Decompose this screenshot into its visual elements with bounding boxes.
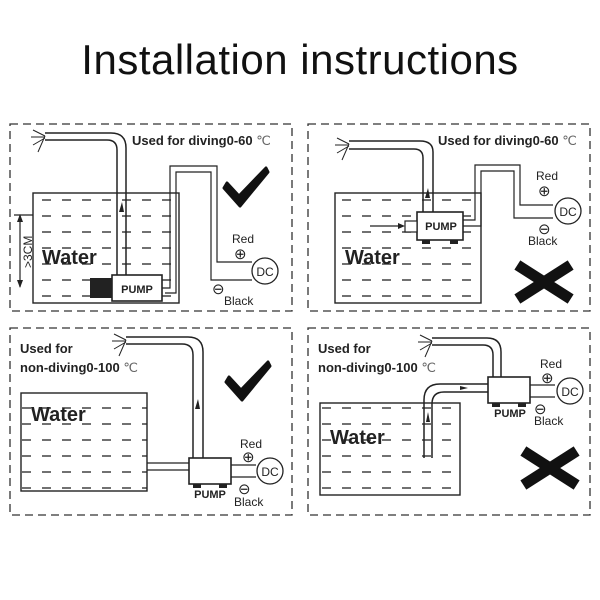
panel-diving-incorrect: Used for diving0-60 ℃ Water PUMP DC Red … <box>307 123 591 312</box>
pump-label: PUMP <box>121 284 153 296</box>
black-label: Black <box>234 495 264 509</box>
water-spray-icon <box>335 137 350 161</box>
pump-label: PUMP <box>194 489 226 501</box>
x-mark-icon <box>520 446 580 490</box>
pump-inlet-grille <box>90 278 112 298</box>
water-spray-icon <box>31 129 46 153</box>
plus-icon: ⊕ <box>541 370 554 387</box>
minus-icon: ⊖ <box>538 221 551 238</box>
dc-power-icon <box>256 457 284 485</box>
pump-body <box>487 376 531 404</box>
red-label: Red <box>240 437 262 451</box>
svg-text:DC: DC <box>561 385 579 399</box>
minus-icon: ⊖ <box>534 401 547 418</box>
water-label: Water <box>345 247 400 269</box>
svg-text:DC: DC <box>261 465 279 479</box>
outlet-hose <box>45 132 127 275</box>
minus-icon: ⊖ <box>238 481 251 498</box>
outlet-hose <box>349 140 434 212</box>
usage-label-line2: non-diving0-100 ℃ <box>318 360 436 375</box>
pump-feet <box>492 403 526 407</box>
black-label: Black <box>534 414 564 428</box>
outlet-hose <box>432 337 502 377</box>
pump-body <box>188 457 232 485</box>
minus-icon: ⊖ <box>212 281 225 298</box>
water-label: Water <box>42 247 97 269</box>
usage-label-line1: Used for <box>20 341 73 356</box>
depth-marker: >3CM <box>14 214 35 288</box>
water-spray-icon <box>418 334 433 358</box>
dc-power-icon <box>251 257 279 285</box>
plus-icon: ⊕ <box>242 449 255 466</box>
water-tank <box>20 392 148 492</box>
svg-text:DC: DC <box>256 265 274 279</box>
pump-feet <box>193 484 227 488</box>
dc-power-icon <box>554 197 582 225</box>
water-label: Water <box>330 427 385 449</box>
pump-label: PUMP <box>425 221 457 233</box>
page-title: Installation instructions <box>81 36 519 83</box>
depth-label: >3CM <box>21 236 35 268</box>
check-mark-icon <box>224 360 272 402</box>
usage-label-line2: non-diving0-100 ℃ <box>20 360 138 375</box>
panel-non-diving-incorrect: Used for non-diving0-100 ℃ Water PUMP DC… <box>307 327 591 516</box>
usage-label: Used for diving0-60 ℃ <box>132 133 271 148</box>
check-mark-icon <box>222 166 270 208</box>
water-tank <box>319 402 461 496</box>
usage-label-line1: Used for <box>318 341 371 356</box>
pump-body <box>111 274 163 302</box>
red-label: Red <box>232 232 254 246</box>
dc-power-icon <box>556 377 584 405</box>
power-cable <box>162 165 252 289</box>
water-spray-icon <box>112 333 127 357</box>
black-label: Black <box>224 294 254 308</box>
power-cable <box>463 164 553 221</box>
svg-text:DC: DC <box>559 205 577 219</box>
panel-non-diving-correct: Used for non-diving0-100 ℃ Water PUMP DC… <box>9 327 293 516</box>
pump-label: PUMP <box>494 408 526 420</box>
x-mark-icon <box>514 260 574 304</box>
plus-icon: ⊕ <box>234 246 247 263</box>
red-label: Red <box>536 169 558 183</box>
panel-diving-correct: Used for diving0-60 ℃ Water >3CM PUMP <box>9 123 293 312</box>
red-label: Red <box>540 357 562 371</box>
water-label: Water <box>31 404 86 426</box>
outlet-hose <box>126 336 204 458</box>
black-label: Black <box>528 234 558 248</box>
plus-icon: ⊕ <box>538 183 551 200</box>
inlet-hose <box>423 383 488 458</box>
pump-feet <box>422 240 458 244</box>
usage-label: Used for diving0-60 ℃ <box>438 133 577 148</box>
